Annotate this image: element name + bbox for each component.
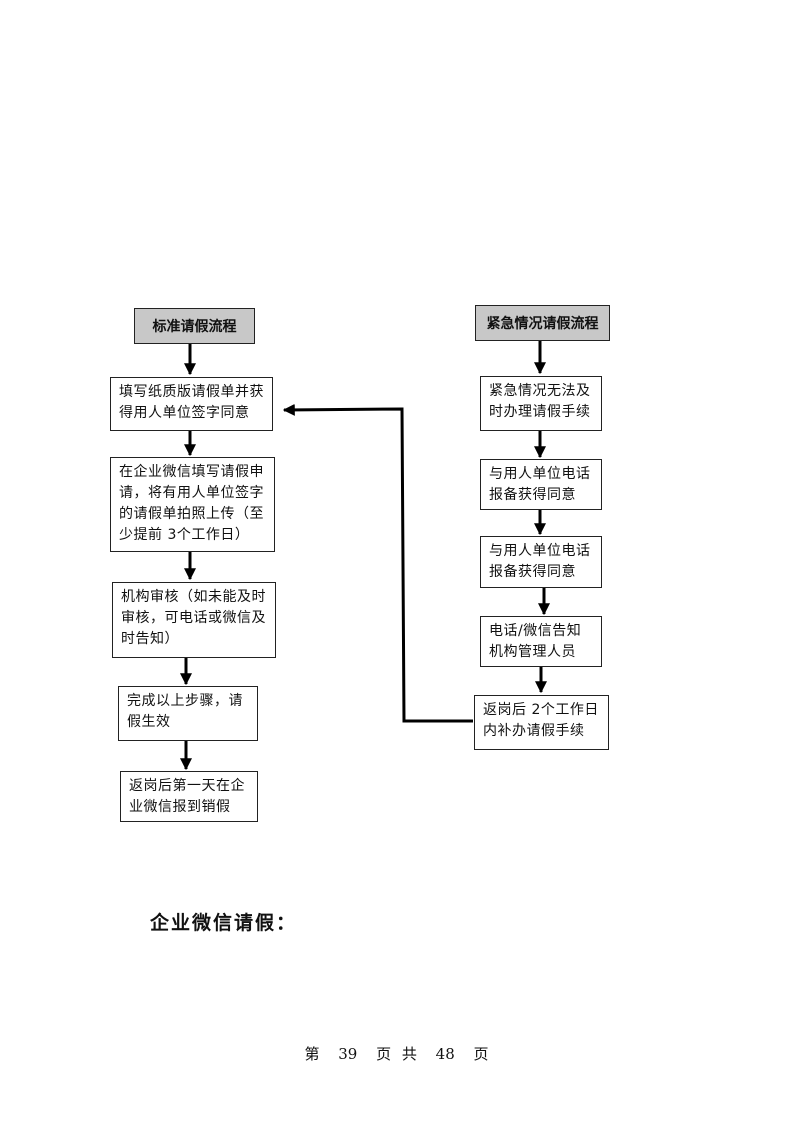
left-step-3: 机构审核（如未能及时审核，可电话或微信及时告知） [112,582,276,658]
arrow-return-connector [282,403,473,723]
left-flow-title: 标准请假流程 [134,308,255,344]
right-step-1: 紧急情况无法及时办理请假手续 [480,376,602,431]
left-step-5: 返岗后第一天在企业微信报到销假 [120,771,258,822]
footer-total-pages: 48 [435,1045,455,1063]
page-footer: 第 39 页 共 48 页 [0,1043,793,1064]
left-step-2: 在企业微信填写请假申请，将有用人单位签字的请假单拍照上传（至少提前 3个工作日） [110,457,275,552]
footer-middle: 页 共 [376,1045,417,1063]
footer-suffix: 页 [473,1045,489,1063]
right-step-2: 与用人单位电话报备获得同意 [480,459,602,510]
right-step-4: 电话/微信告知机构管理人员 [480,616,602,667]
right-step-3: 与用人单位电话报备获得同意 [480,536,602,588]
left-step-4: 完成以上步骤，请假生效 [118,686,258,741]
footer-current-page: 39 [338,1045,358,1063]
section-heading: 企业微信请假： [150,912,298,934]
right-flow-title: 紧急情况请假流程 [475,305,610,341]
right-step-5: 返岗后 2个工作日内补办请假手续 [474,695,609,750]
left-step-1: 填写纸质版请假单并获得用人单位签字同意 [110,377,273,431]
footer-prefix: 第 [304,1045,320,1063]
